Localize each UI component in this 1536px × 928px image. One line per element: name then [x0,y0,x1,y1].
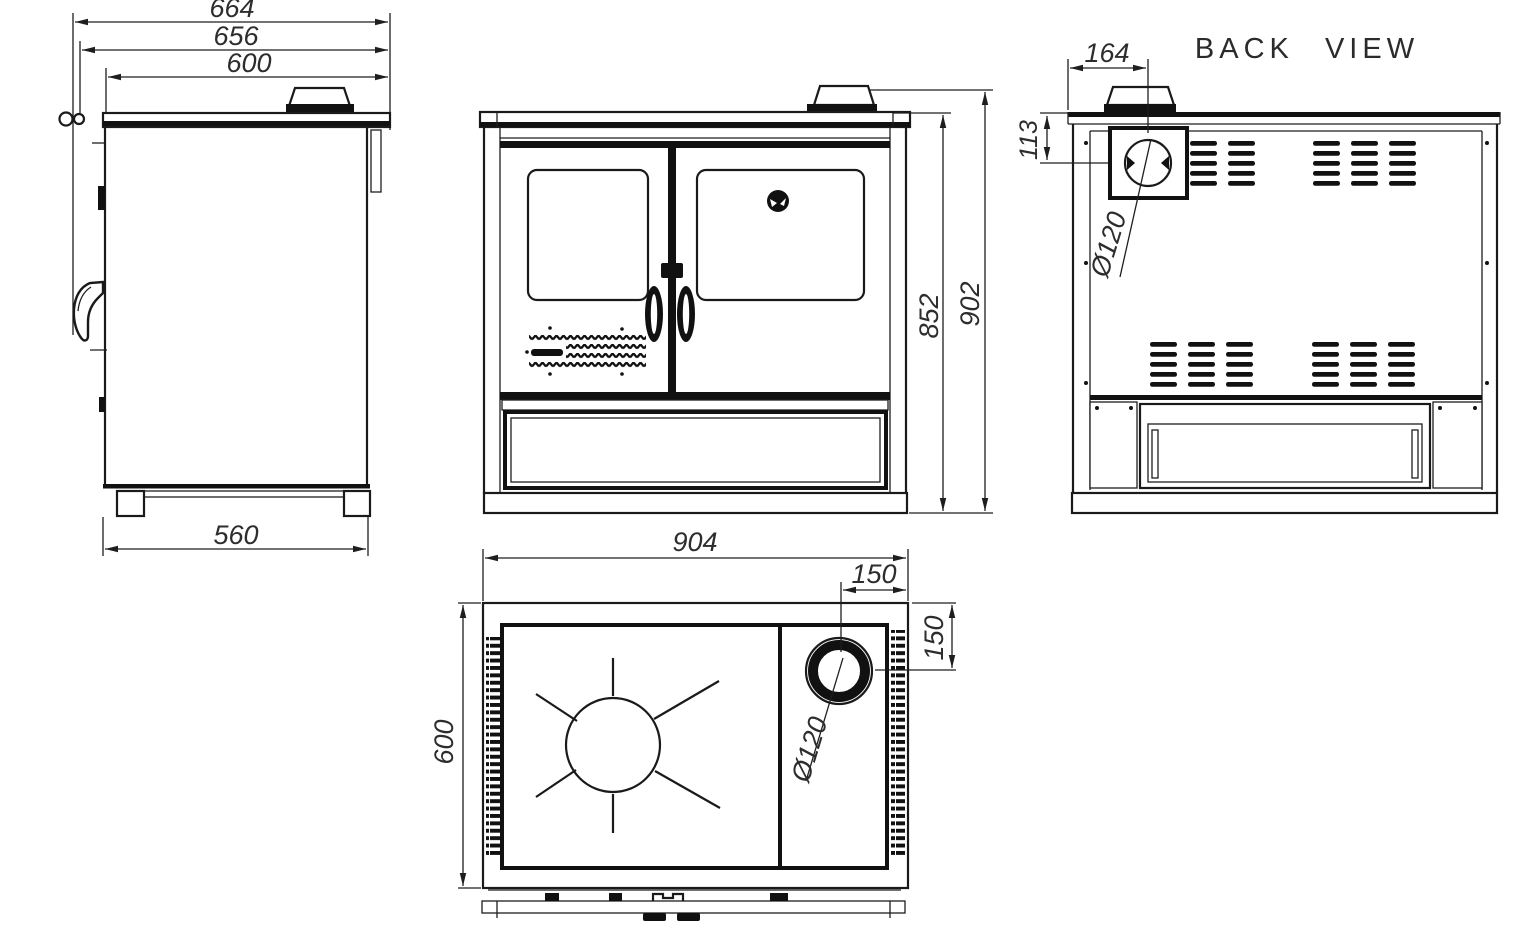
front-view-body [478,84,912,515]
firebox-door-window [526,168,650,302]
top-view-body [481,601,910,921]
dim-902-label: 902 [955,281,985,326]
dim-113-label: 113 [1015,120,1043,160]
back-view-title: BACK VIEW [1195,33,1419,65]
top-right-ribs [891,630,905,855]
side-back-rail [370,129,382,193]
oven-thermometer-icon [767,190,789,212]
front-view: 852 902 [478,84,993,515]
dim-164-label: 164 [1084,38,1129,68]
side-view-dimensions: 664 656 600 560 [72,0,391,556]
top-view: 904 150 150 600 Ø120 [429,527,956,921]
ash-drawer [503,410,888,490]
side-door-handle [72,280,105,342]
hotplate-symbol [535,658,721,833]
back-bottom-opening [1138,402,1432,490]
dim-flue-diameter-back-label: Ø120 [1084,208,1132,281]
side-view: 664 656 600 560 [58,0,392,556]
side-flue-collar [287,86,352,108]
top-bottom-rail [481,889,906,921]
side-view-body [58,86,392,518]
back-flue-collar [1105,85,1176,107]
back-flue-box [1108,126,1189,200]
front-view-dimensions: 852 902 [870,89,993,514]
side-foot-back [342,489,372,518]
top-flue-ring [804,636,874,706]
door-handles [645,263,695,342]
back-flue-opening [1123,138,1173,188]
front-flue-collar [812,84,876,107]
oven-door-window [695,168,866,302]
dim-560-label: 560 [213,520,258,550]
back-view-body [1067,85,1501,515]
dim-150-back-label: 150 [919,615,949,660]
top-left-ribs [486,637,500,858]
firebox-vent-ornament [525,326,646,376]
back-lower-vents [1150,342,1415,387]
dim-852-label: 852 [914,293,944,338]
dim-150-right-label: 150 [851,559,896,589]
dim-904-label: 904 [672,527,717,557]
side-rail-knob [58,111,74,127]
back-view: BACK VIEW [1015,33,1501,515]
dim-656-label: 656 [213,21,259,51]
dim-664-label: 664 [209,0,254,23]
dim-600-top-label: 600 [226,48,271,78]
back-upper-vents [1190,141,1416,186]
back-screws [1084,141,1489,410]
dim-600-depth-label: 600 [429,719,459,764]
side-foot-front [115,489,146,518]
